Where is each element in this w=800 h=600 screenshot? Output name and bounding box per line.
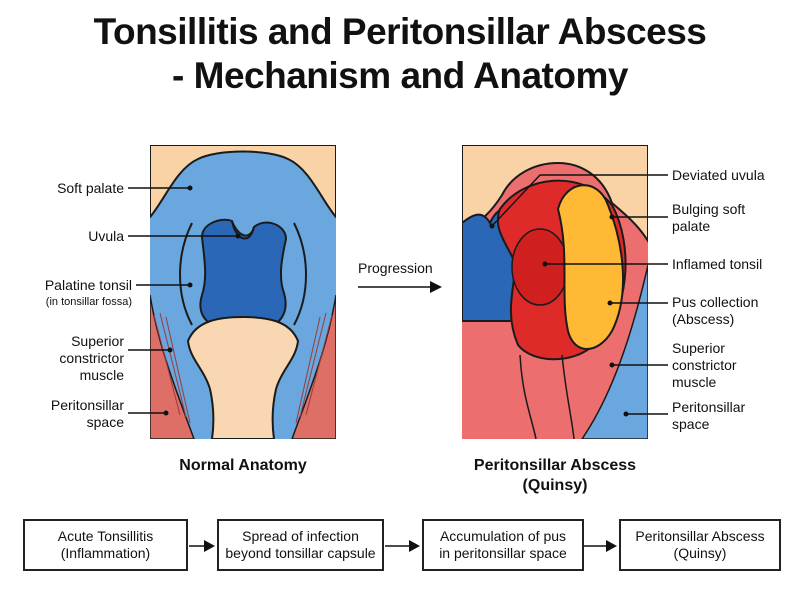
tonsil-fossa-outline xyxy=(179,222,307,326)
flow-step-4: Peritonsillar Abscess (Quinsy) xyxy=(619,519,781,571)
label-superior-constrictor-left: Superior constrictor muscle xyxy=(59,333,124,383)
caption-abscess-line-2: (Quinsy) xyxy=(522,477,588,494)
flow-step-1: Acute Tonsillitis (Inflammation) xyxy=(23,519,188,571)
title-line-1: Tonsillitis and Peritonsillar Abscess xyxy=(93,11,707,52)
caption-abscess: Peritonsillar Abscess (Quinsy) xyxy=(430,456,680,496)
tongue-shape xyxy=(186,315,300,439)
label-deviated-uvula: Deviated uvula xyxy=(672,167,765,183)
uvula-shape xyxy=(231,220,255,240)
label-palatine-tonsil-text: Palatine tonsil xyxy=(44,277,132,293)
normal-anatomy-illustration xyxy=(150,145,336,439)
label-soft-palate: Soft palate xyxy=(57,180,124,196)
abscess-curve xyxy=(519,354,575,439)
label-inflamed-tonsil: Inflamed tonsil xyxy=(672,256,763,272)
caption-normal-anatomy: Normal Anatomy xyxy=(179,457,307,474)
label-peritonsillar-space-right: Peritonsillar space xyxy=(672,399,746,432)
caption-abscess-line-1: Peritonsillar Abscess xyxy=(473,457,637,474)
label-peritonsillar-space-left: Peritonsillar space xyxy=(50,397,124,430)
cavity-right-shape xyxy=(581,264,648,439)
flow-step-2-label: Spread of infection beyond tonsillar cap… xyxy=(225,528,376,561)
flow-step-1-label: Acute Tonsillitis (Inflammation) xyxy=(57,528,154,561)
flow-step-4-label: Peritonsillar Abscess (Quinsy) xyxy=(635,528,765,561)
progression-arrow-head xyxy=(430,281,442,293)
label-uvula: Uvula xyxy=(88,228,124,244)
label-palatine-tonsil-sub: (in tonsillar fossa) xyxy=(45,296,132,308)
diagram-title: Tonsillitis and Peritonsillar Abscess - … xyxy=(0,10,800,98)
flow-arrow-2-head xyxy=(409,540,420,552)
flow-arrow-1-head xyxy=(204,540,215,552)
flow-arrow-3-head xyxy=(606,540,617,552)
label-palatine-tonsil: Palatine tonsil (in tonsillar fossa) xyxy=(45,277,132,311)
label-superior-constrictor-right: Superior constrictor muscle xyxy=(672,340,737,390)
label-pus-collection: Pus collection (Abscess) xyxy=(672,294,759,327)
abscess-illustration xyxy=(462,145,648,439)
title-line-2: - Mechanism and Anatomy xyxy=(172,55,628,96)
progression-label: Progression xyxy=(358,260,433,276)
inflamed-tonsil-shape xyxy=(511,228,569,306)
flow-step-3-label: Accumulation of pus in peritonsillar spa… xyxy=(439,528,567,561)
palatine-tonsil-shape xyxy=(199,218,288,328)
flow-step-2: Spread of infection beyond tonsillar cap… xyxy=(217,519,384,571)
label-bulging-soft-palate: Bulging soft palate xyxy=(672,201,746,234)
flow-step-3: Accumulation of pus in peritonsillar spa… xyxy=(422,519,584,571)
